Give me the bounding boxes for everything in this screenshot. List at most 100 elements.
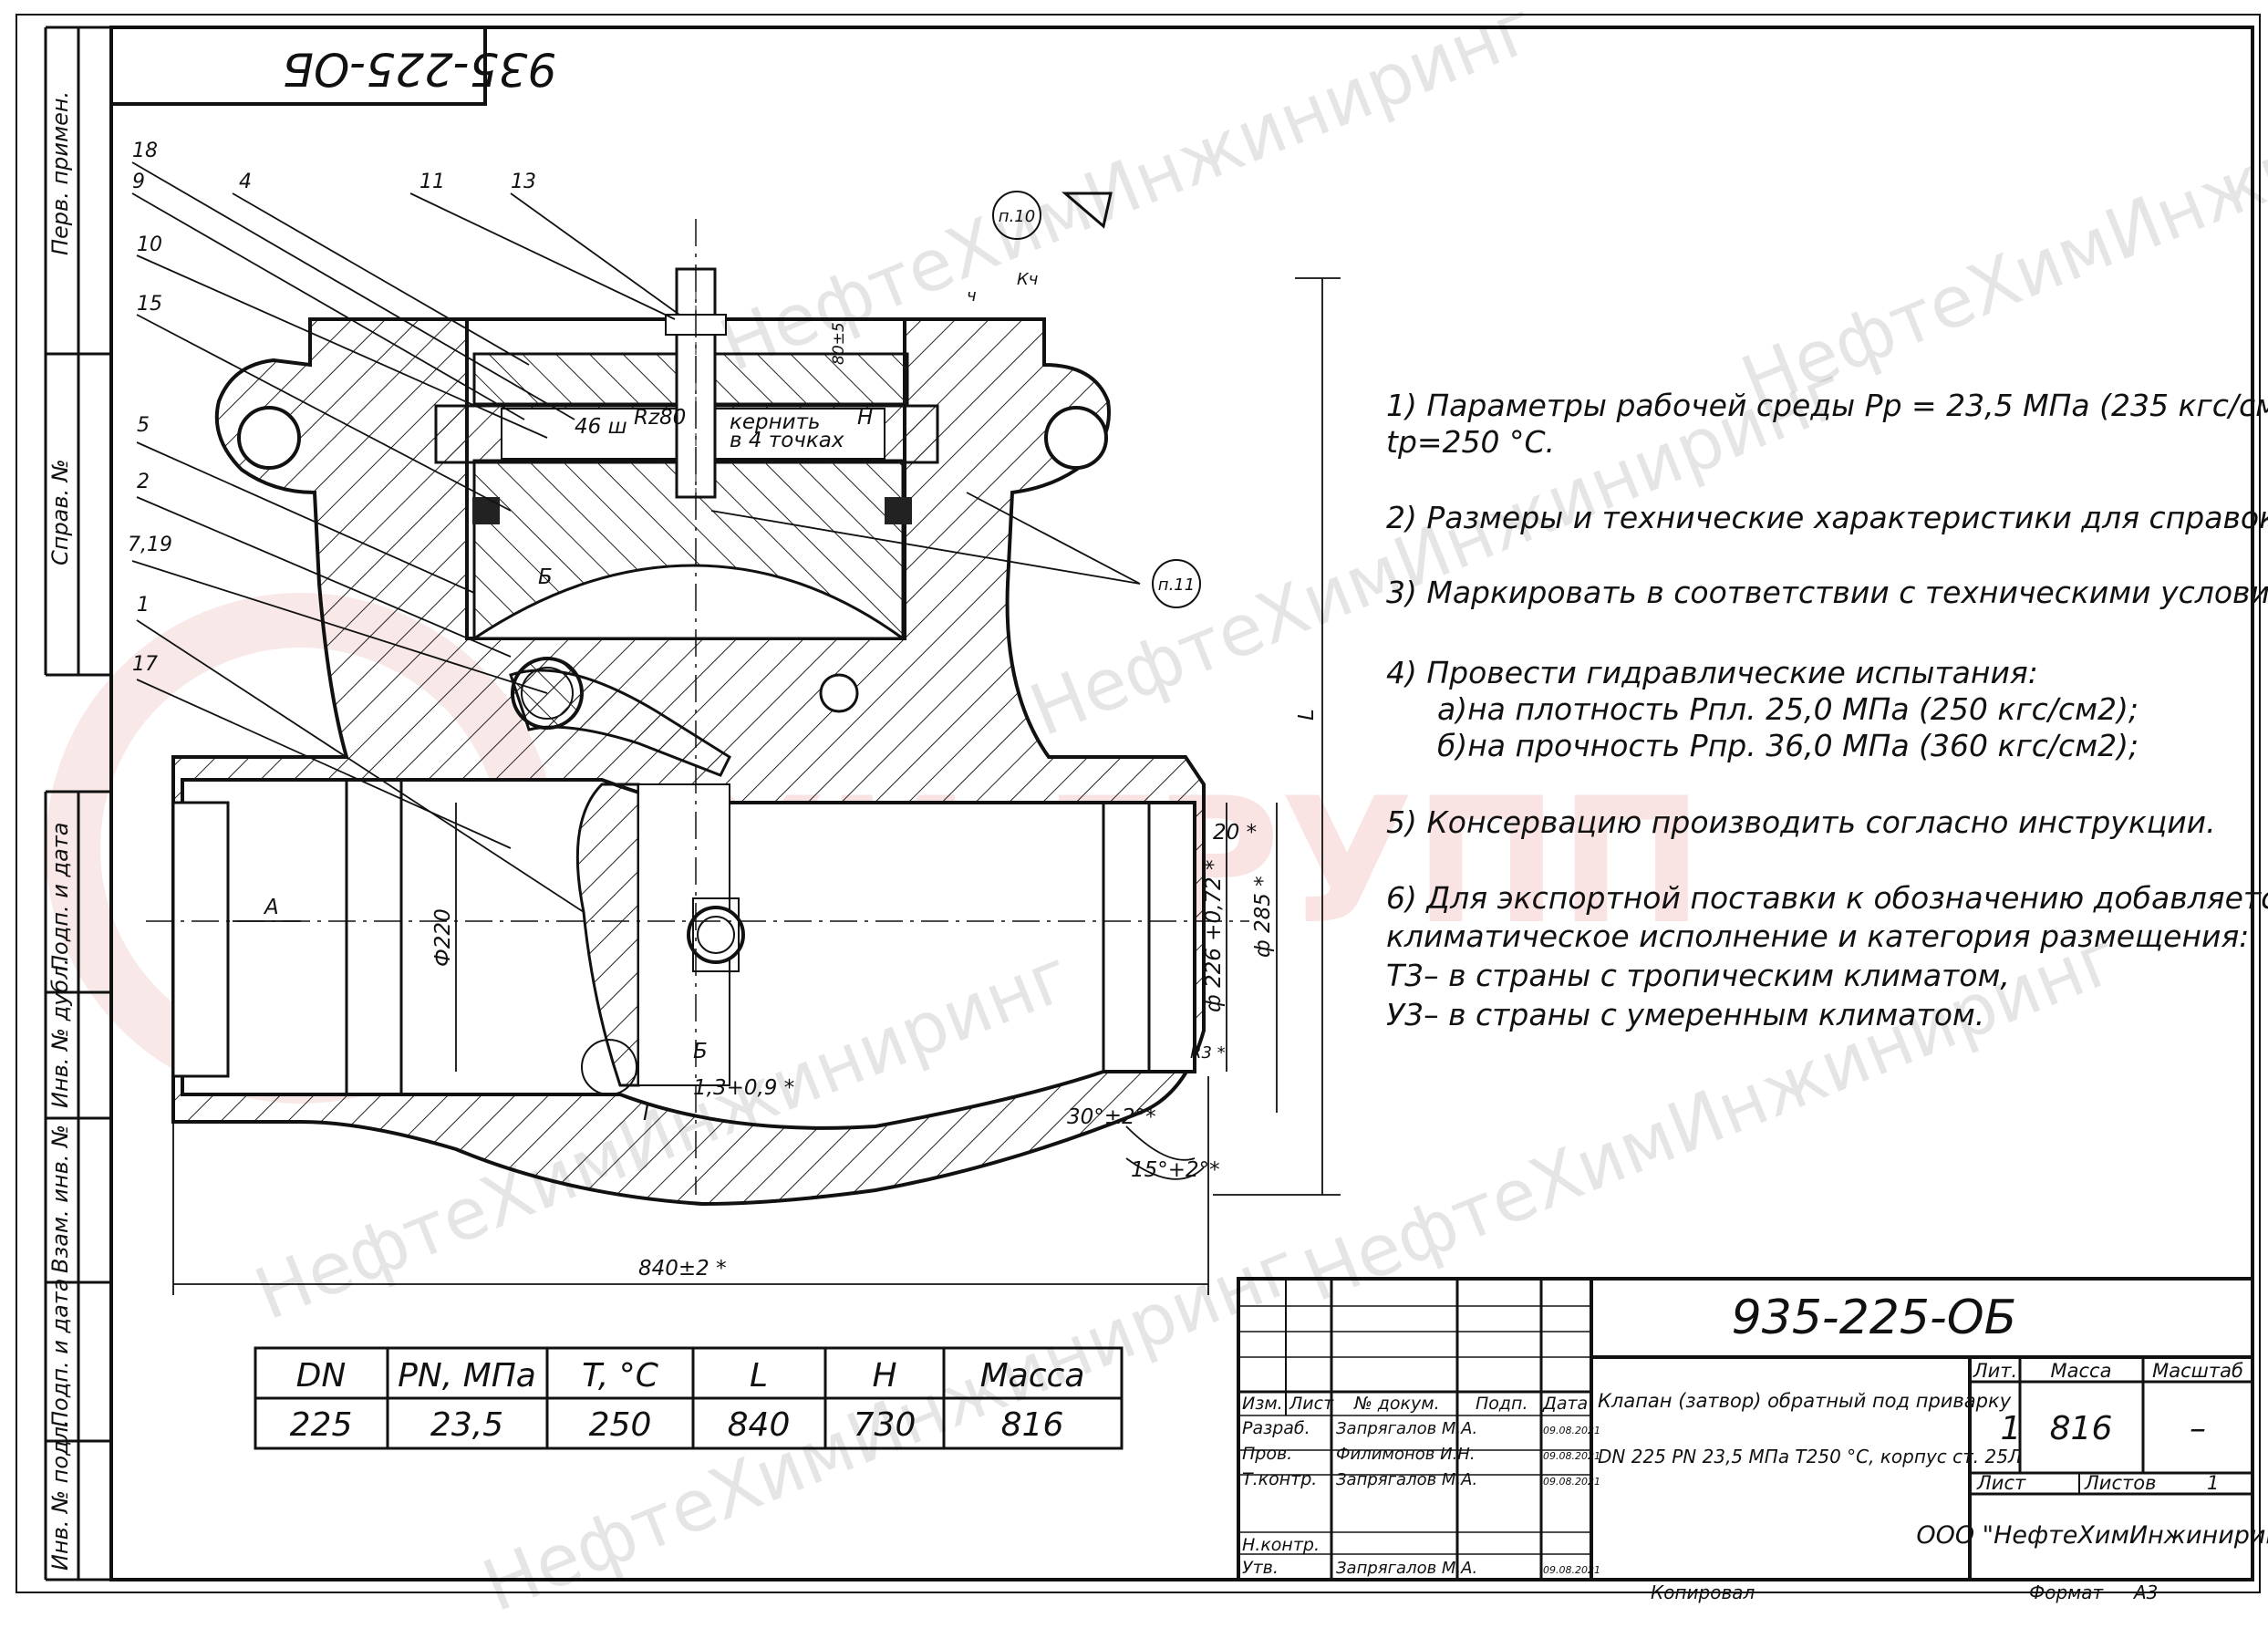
dim-inner: ф 226 +0,72 * xyxy=(1202,860,1226,1012)
leader-lines xyxy=(131,161,1141,913)
note-4: 4) Провести гидравлические испытания: xyxy=(1386,655,2038,690)
dim-overall: L xyxy=(1295,709,1319,721)
section-b-top: Б xyxy=(538,565,553,589)
inner-frame xyxy=(109,26,2254,1581)
dim-bore: Ф220 xyxy=(431,908,455,967)
top-designation-box xyxy=(109,26,487,106)
callout-7-19: 7,19 xyxy=(128,534,172,556)
spec-value-t: 250 xyxy=(589,1406,652,1444)
title-block xyxy=(1237,1277,2254,1581)
format-value: А3 xyxy=(2132,1581,2158,1603)
callout-11: 11 xyxy=(419,171,445,193)
top-designation: 935-225-ОБ xyxy=(283,43,557,96)
dim-80: 80±5 xyxy=(830,322,848,365)
name-razrab: Запрягалов М.А. xyxy=(1336,1419,1477,1438)
callout-2: 2 xyxy=(137,471,150,493)
role-nkontr: Н.контр. xyxy=(1242,1535,1320,1555)
note-6-u3: У3– в страны с умеренным климатом. xyxy=(1386,997,1985,1032)
note-6-cont: климатическое исполнение и категория раз… xyxy=(1386,918,2250,954)
role-razrab: Разраб. xyxy=(1242,1418,1310,1438)
title-designation: 935-225-ОБ xyxy=(1732,1291,2017,1345)
scale-value: – xyxy=(2190,1410,2206,1447)
sheets-value: 1 xyxy=(2207,1472,2219,1494)
copied-label: Копировал xyxy=(1651,1581,1755,1603)
spec-header-l: L xyxy=(750,1357,768,1395)
name-prov: Филимонов И.Н. xyxy=(1336,1445,1476,1464)
valve-drawing xyxy=(146,219,1249,1207)
mass-value: 816 xyxy=(2050,1410,2113,1447)
col-izm: Изм. xyxy=(1242,1394,1283,1414)
format-label: Формат xyxy=(2029,1581,2104,1603)
callout-15: 15 xyxy=(137,293,162,316)
dim-outer: ф 285 * xyxy=(1251,876,1275,958)
col-doc: № докум. xyxy=(1353,1394,1440,1414)
lug-right xyxy=(1044,406,1108,470)
note-bubble-11: п.11 xyxy=(1152,559,1201,608)
callout-4: 4 xyxy=(239,171,252,193)
scale-label: Масштаб xyxy=(2152,1360,2243,1382)
callout-5: 5 xyxy=(137,414,150,437)
stamp-ref-no: Справ. № xyxy=(47,459,73,565)
date-prov: 09.08.2021 xyxy=(1543,1450,1600,1462)
date-tkontr: 09.08.2021 xyxy=(1543,1476,1600,1488)
spec-value-pn: 23,5 xyxy=(430,1406,503,1444)
name-utv: Запрягалов М.А. xyxy=(1336,1559,1477,1578)
note-3: 3) Маркировать в соответствии с техничес… xyxy=(1386,575,2268,610)
callout-9: 9 xyxy=(132,171,145,193)
note-6: 6) Для экспортной поставки к обозначению… xyxy=(1386,880,2268,916)
note-5: 5) Консервацию производить согласно инст… xyxy=(1386,804,2216,840)
roughness-rz: Rz80 xyxy=(634,406,686,430)
lit-label: Лит. xyxy=(1973,1360,2017,1382)
spec-value-l: 840 xyxy=(728,1406,791,1444)
note-4b: б)на прочность Рпр. 36,0 МПа (360 кгс/см… xyxy=(1437,728,2139,763)
stamp-sign-date-1: Подп. и дата xyxy=(47,823,73,972)
stamp-replace-no: Взам. инв. № xyxy=(47,1125,73,1273)
dim-length: 840±2 * xyxy=(638,1257,727,1281)
organization: ООО "НефтеХимИнжиниринг" xyxy=(1916,1521,2268,1550)
kern-label-2: в 4 точках xyxy=(730,429,844,452)
lug-left xyxy=(237,406,301,470)
note-bubble-10: п.10 xyxy=(992,191,1041,240)
roughness-triangle xyxy=(1061,192,1113,229)
surface-mark-1: ч xyxy=(967,286,977,306)
inlet-end xyxy=(171,801,230,1078)
col-list: Лист xyxy=(1289,1394,1334,1414)
surface-mark-2: Кч xyxy=(1017,270,1038,289)
col-date: Дата xyxy=(1542,1394,1588,1414)
spec-value-mass: 816 xyxy=(1001,1406,1064,1444)
dim-height: Н xyxy=(857,406,873,430)
title-name-2: DN 225 PN 23,5 МПа Т250 °С, корпус ст. 2… xyxy=(1598,1446,2022,1467)
spec-header-h: H xyxy=(872,1357,896,1395)
lit-value: 1 xyxy=(2001,1410,2022,1447)
callout-17: 17 xyxy=(132,653,158,676)
mass-label: Масса xyxy=(2051,1360,2112,1382)
name-tkontr: Запрягалов М.А. xyxy=(1336,1470,1477,1489)
kern-label: кернить xyxy=(730,410,821,434)
dim-fillet: R3 * xyxy=(1190,1043,1226,1063)
spec-value-h: 730 xyxy=(854,1406,917,1444)
disc-arm xyxy=(509,669,731,777)
date-razrab: 09.08.2021 xyxy=(1543,1425,1600,1436)
spec-header-mass: Масса xyxy=(980,1357,1085,1395)
note-1-cont: tр=250 °С. xyxy=(1386,424,1556,460)
date-utv: 09.08.2021 xyxy=(1543,1564,1600,1576)
section-b-bottom: Б xyxy=(693,1040,708,1063)
spec-table xyxy=(254,1346,1124,1450)
callout-1: 1 xyxy=(137,594,150,617)
sheets-label: Листов xyxy=(2084,1472,2156,1494)
note-2: 2) Размеры и технические характеристики … xyxy=(1386,500,2268,535)
note-1: 1) Параметры рабочей среды Рр = 23,5 МПа… xyxy=(1386,388,2268,423)
spec-header-t: T, °C xyxy=(582,1357,659,1395)
stamp-sign-date-2: Подп. и дата xyxy=(47,1279,73,1428)
dimension-lines xyxy=(172,277,1341,1295)
flow-label: А xyxy=(263,896,279,919)
detail-mark: I xyxy=(643,1102,649,1125)
note-6-t3: Т3– в страны с тропическим климатом, xyxy=(1386,958,2010,993)
dim-gap: 1,3+0,9 * xyxy=(693,1076,794,1100)
stamp-dup-no: Инв. № дубл. xyxy=(47,959,73,1108)
weld-mark: 46 ш xyxy=(575,415,627,439)
sheet-label: Лист xyxy=(1976,1472,2026,1494)
spec-header-pn: PN, МПа xyxy=(398,1357,536,1395)
col-sign: Подп. xyxy=(1476,1394,1528,1414)
